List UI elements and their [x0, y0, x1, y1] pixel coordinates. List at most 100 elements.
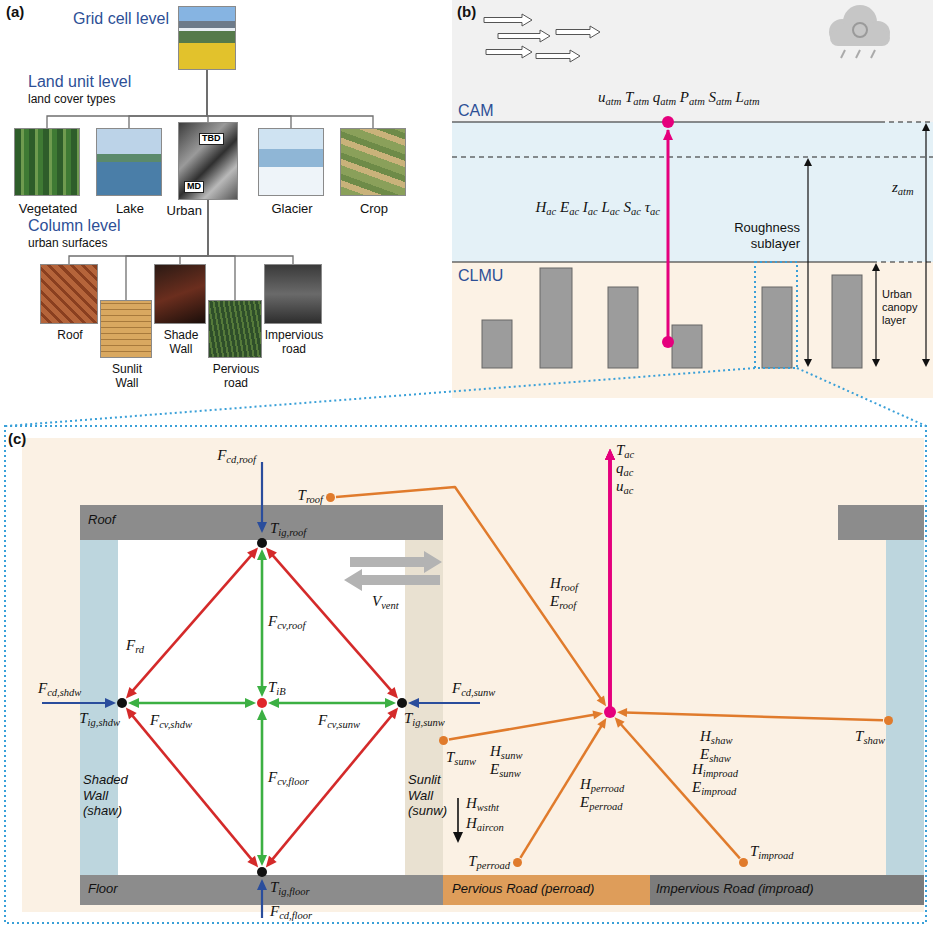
conduction-arrow [408, 698, 419, 708]
panel-letter: (c) [8, 430, 26, 448]
radiation-arrow [126, 687, 137, 699]
convection-arrow [245, 698, 256, 708]
level-heading: Column level [28, 216, 120, 235]
temperature-node: Tig,roof [257, 538, 267, 548]
heat-source-arrow [453, 832, 463, 843]
flux-symbol: Haircon [466, 814, 504, 832]
flux-connector [449, 715, 595, 740]
convection-arrow [128, 698, 139, 708]
model-name: CLMU [458, 266, 503, 285]
atmosphere-band [452, 122, 933, 262]
radiation-arrow [132, 554, 252, 691]
height-arrow [925, 129, 926, 361]
photo-tile: Impervious road [264, 264, 322, 324]
flux-symbol: Hwstht [466, 794, 499, 812]
radiation-arrow [272, 715, 393, 861]
surface-name: Floor [88, 881, 118, 897]
building-bar [762, 287, 792, 368]
flux-line [662, 116, 674, 128]
layer-line [452, 122, 933, 262]
layer-line [880, 121, 933, 122]
photo-tile: Vegetated [14, 128, 80, 196]
node-label: Lake [87, 201, 173, 217]
wind-arrow [556, 26, 600, 38]
flux-connector [605, 449, 615, 460]
node-label: Tac qac uac [616, 441, 634, 495]
flux-connector [617, 708, 627, 717]
flux-connector [620, 723, 740, 858]
node-label: MD [184, 181, 204, 193]
node-label: Urban [167, 203, 202, 219]
panel-letter: (b) [457, 3, 476, 21]
level-note: urban surfaces [28, 236, 107, 250]
height-arrow [922, 359, 930, 367]
radiation-arrow [266, 548, 398, 699]
radiation-arrow [126, 708, 258, 868]
ventilation-arrow [350, 551, 442, 573]
convection-arrow [277, 702, 387, 705]
flux-symbol: Fcd,sunw [452, 679, 495, 697]
conduction-arrow [42, 702, 106, 704]
temperature-node: Tig,floor [257, 867, 267, 877]
surface-node: Tsunw [439, 736, 448, 745]
convection-arrow [268, 698, 396, 708]
node-label: Tig,floor [270, 878, 310, 896]
edge-label: Hsunw Esunw [490, 742, 522, 778]
convection-arrow [257, 709, 267, 866]
zoom-frame [797, 368, 926, 426]
flux-connector [609, 458, 612, 712]
flux-line [663, 129, 673, 140]
convection-arrow [261, 558, 264, 688]
conduction-arrow [261, 462, 263, 524]
node-label: Shade Wall [153, 328, 209, 357]
surface-name: Sunlit Wall (sunw) [408, 772, 452, 819]
atmosphere-band [452, 0, 933, 398]
flux-connector [336, 487, 602, 700]
photo-tile: Roof [40, 264, 98, 324]
tree-line [207, 70, 291, 128]
node-label: TiB [268, 678, 286, 696]
height-label: zatm [892, 178, 914, 196]
edge-label: Fcv,roof [268, 612, 305, 630]
building-bar [482, 320, 512, 368]
node-label: Tshaw [855, 727, 885, 745]
convection-arrow [128, 698, 256, 708]
heat-source-arrow [457, 798, 459, 834]
atmosphere-band [452, 262, 933, 398]
radiation-arrow [132, 715, 253, 861]
height-arrow [804, 359, 812, 367]
photo-tile: UrbanTBDMD [178, 122, 238, 200]
convection-arrow [257, 686, 267, 697]
height-arrow [922, 123, 930, 131]
photo-tile: Sunlit Wall [100, 300, 152, 358]
node-label: Tig,roof [270, 519, 306, 537]
surface-name: Pervious Road (perroad) [452, 881, 594, 897]
flux-connector [336, 449, 615, 712]
node-label: Tsunw [446, 748, 476, 766]
flux-connector [449, 449, 615, 740]
flux-connector [605, 449, 615, 460]
ventilation-arrow [344, 569, 440, 591]
height-arrow [872, 263, 880, 271]
heat-source-arrow [453, 798, 463, 843]
canyon-ground [838, 505, 924, 540]
node-label: Crop [331, 201, 417, 217]
photo-tile: Grid cell level [178, 6, 236, 70]
building-bar [608, 287, 638, 368]
node-label: Tig,shdw [79, 709, 120, 727]
layer-line [452, 261, 872, 262]
radiation-arrow [126, 708, 137, 720]
radiation-arrow [247, 548, 258, 560]
flux-connector [597, 695, 606, 706]
radiation-arrow [387, 708, 398, 720]
radiation-arrow [126, 548, 258, 699]
forcing-variables: uatm Tatm qatm Patm Satm Latm [598, 88, 760, 106]
canyon-ground [22, 438, 924, 912]
flux-connector [609, 458, 612, 712]
atmosphere-band [452, 0, 933, 122]
convection-arrow [137, 702, 247, 705]
flux-variables: Hac Eac Iac Lac Sac τac [535, 198, 660, 216]
edge-label: Frd [126, 636, 144, 654]
flux-connector [609, 458, 612, 712]
conduction-arrow [257, 522, 267, 533]
